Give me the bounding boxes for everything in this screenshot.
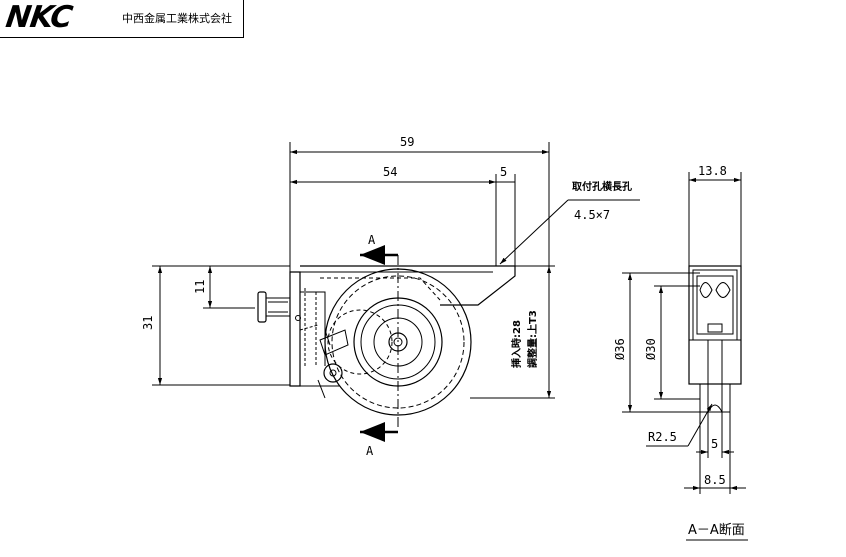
section-view: 13.8 Ø36 Ø30 R2.5 5 xyxy=(613,164,748,541)
section-mark-bottom: A xyxy=(366,444,374,458)
front-view: 59 54 5 取付孔横長孔 4.5×7 31 11 挿入時:28 調整量:上T… xyxy=(141,135,640,458)
hole-label: 取付孔横長孔 xyxy=(572,180,632,193)
dim-radius: R2.5 xyxy=(648,430,677,444)
title-block: NKC 中西金属工業株式会社 xyxy=(0,0,244,38)
dim-height-total: 31 xyxy=(141,316,155,330)
dim-width-body: 54 xyxy=(383,165,397,179)
dim-width-top: 13.8 xyxy=(698,164,727,178)
dim-width-total: 59 xyxy=(400,135,414,149)
dim-width-bottom: 8.5 xyxy=(704,473,726,487)
dim-width-offset: 5 xyxy=(500,165,507,179)
hole-size: 4.5×7 xyxy=(574,208,610,222)
dim-height-top: 11 xyxy=(193,280,207,294)
note-insert: 挿入時:28 xyxy=(510,320,523,368)
dim-dia-outer: Ø36 xyxy=(613,338,627,360)
company-name: 中西金属工業株式会社 xyxy=(122,12,232,25)
dim-dia-inner: Ø30 xyxy=(644,338,658,360)
note-adjust: 調整量:上T3 xyxy=(526,310,539,368)
section-caption: A－A断面 xyxy=(688,523,745,538)
section-mark-top: A xyxy=(368,233,376,247)
dim-width-groove: 5 xyxy=(711,437,718,451)
